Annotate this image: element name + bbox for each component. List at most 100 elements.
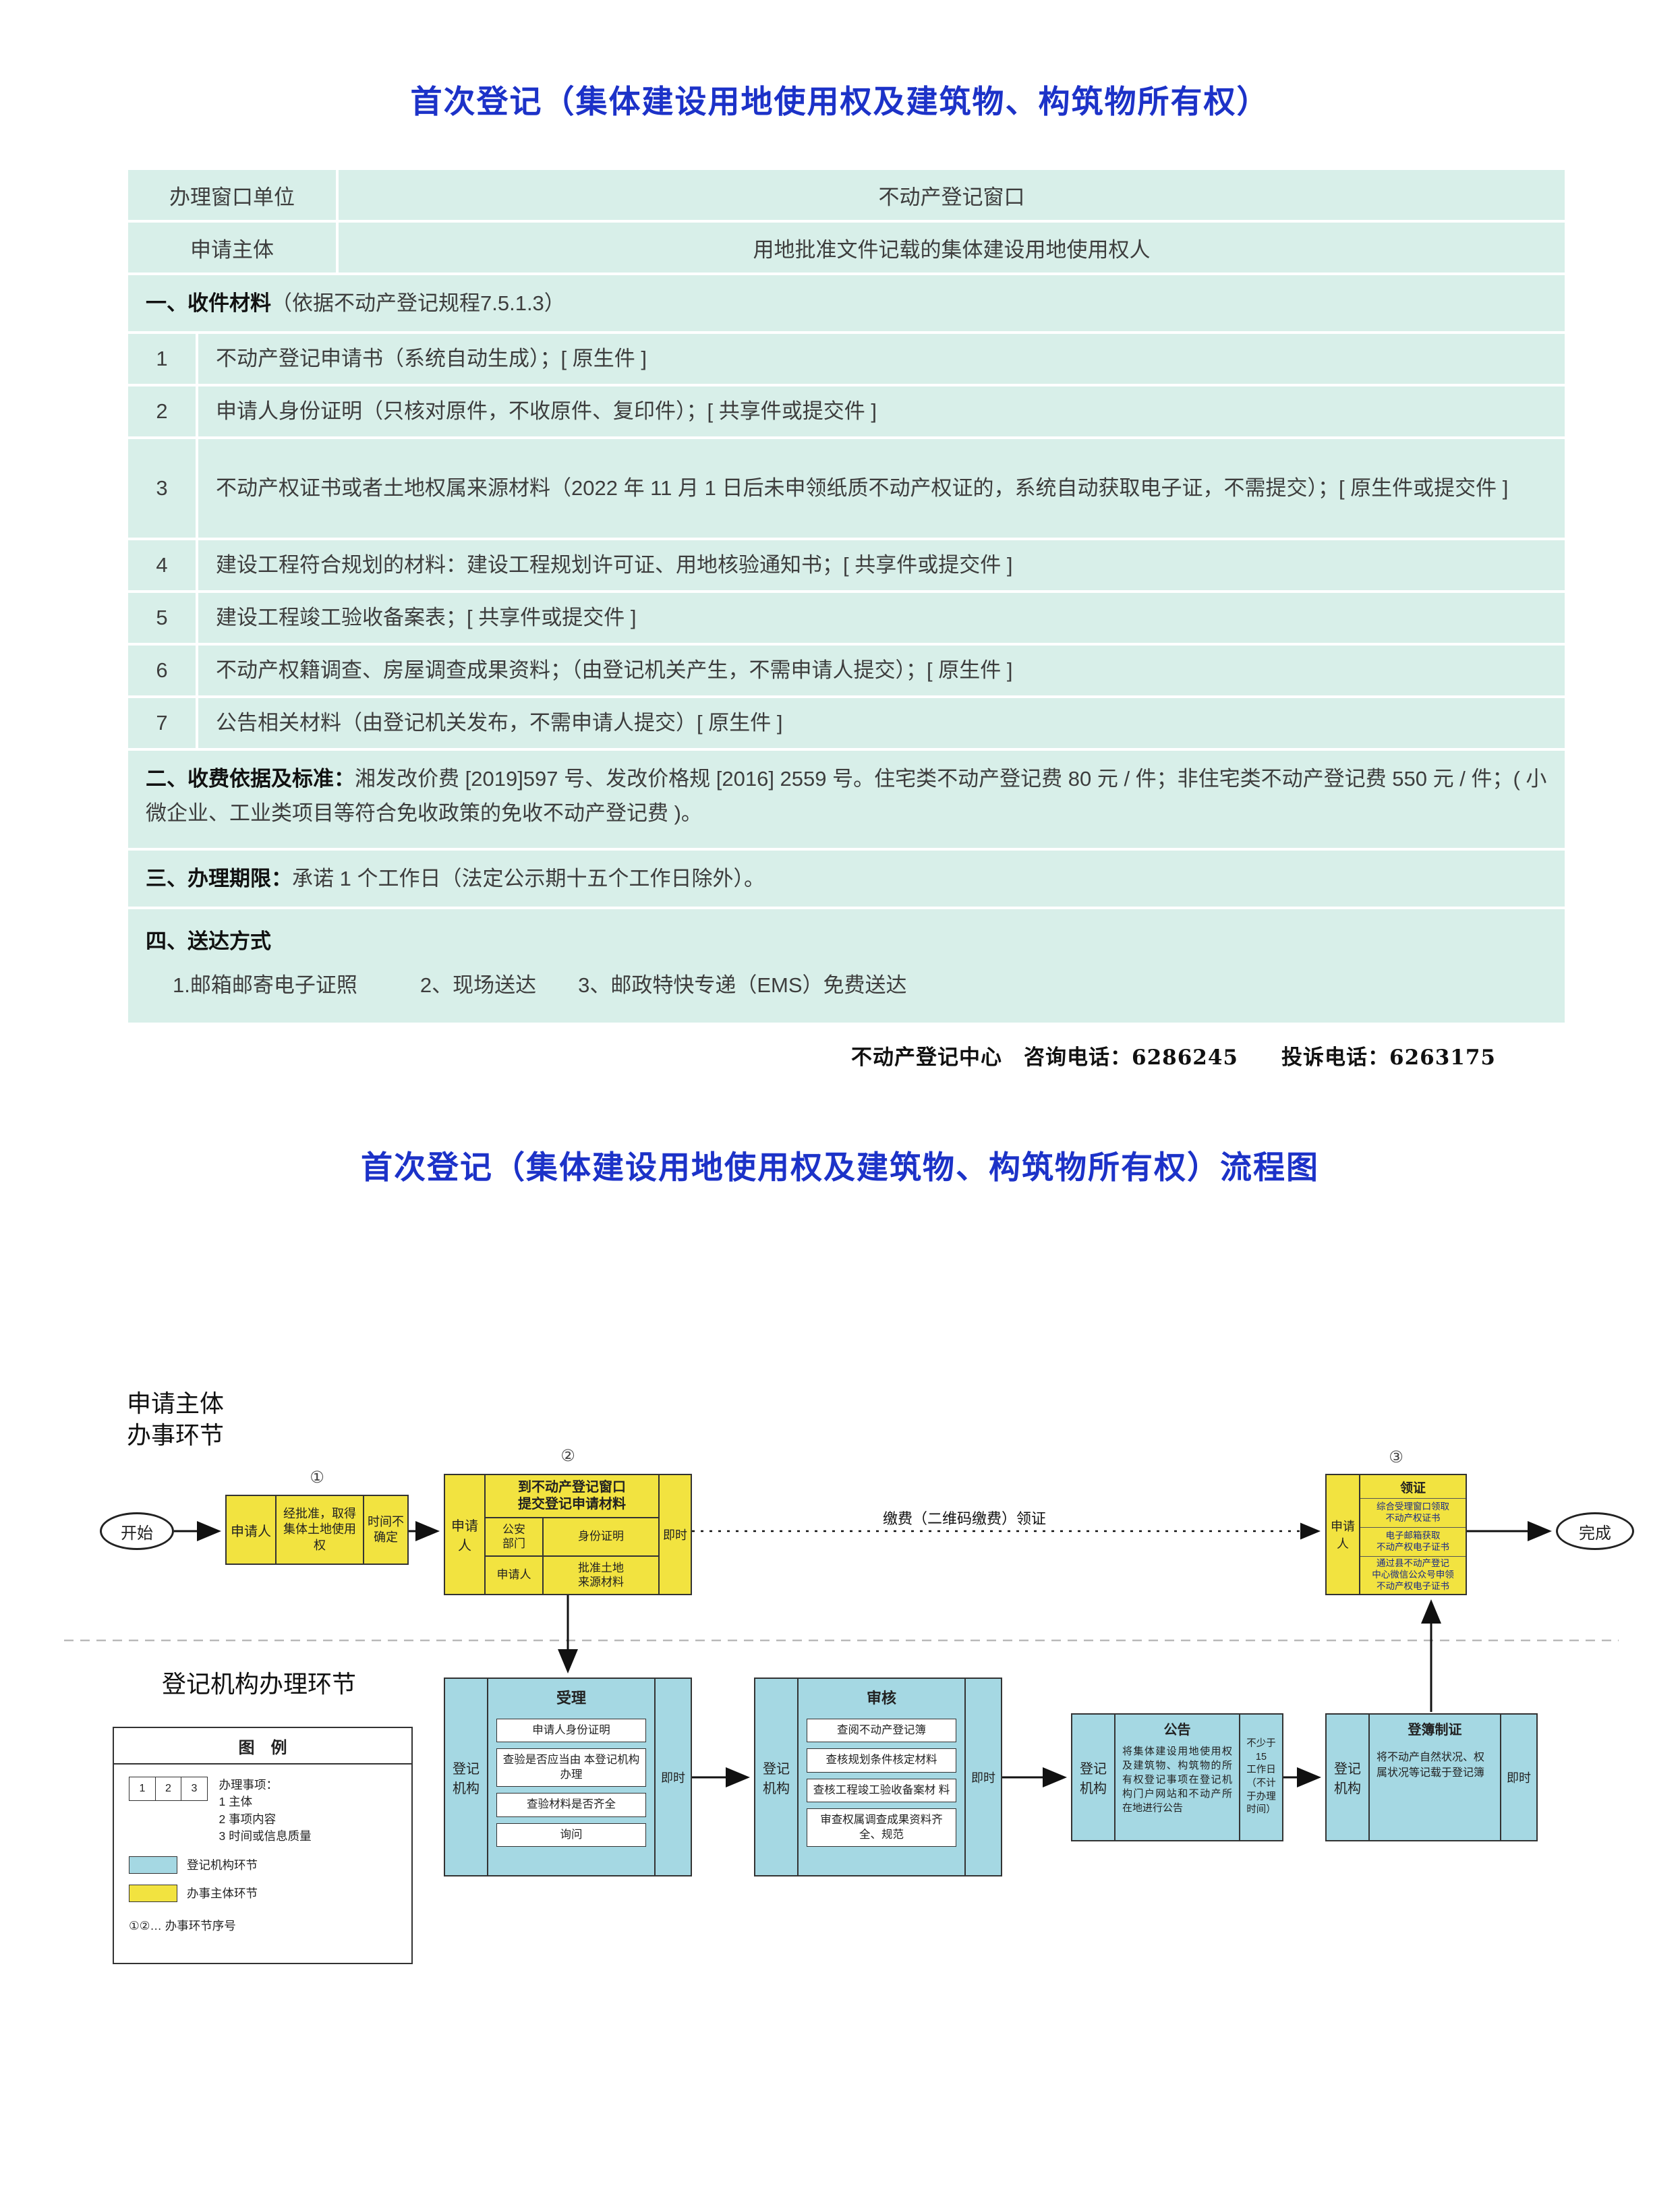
time-limit-text: 承诺 1 个工作日（法定公示期十五个工作日除外）。 xyxy=(292,867,765,891)
review-item: 审查权属调查成果资料齐 全、规范 xyxy=(807,1808,956,1847)
step1-number: ① xyxy=(310,1468,324,1487)
time-limit: 三、办理期限：承诺 1 个工作日（法定公示期十五个工作日除外）。 xyxy=(127,849,1566,909)
time-limit-title: 三、办理期限： xyxy=(146,867,292,891)
agency-lane-label: 登记机构办理环节 xyxy=(162,1670,357,1698)
accept-item: 询问 xyxy=(496,1823,646,1847)
legend-cyan-row: 登记机构环节 xyxy=(129,1856,397,1874)
agency-swatch-label: 登记机构环节 xyxy=(187,1858,258,1872)
step2-row1-material: 身份证明 xyxy=(578,1530,624,1543)
record-title: 登簿制证 xyxy=(1408,1723,1462,1738)
fee-basis: 二、收费依据及标准：湘发改价费 [2019]597 号、发改价格规 [2016]… xyxy=(127,749,1566,850)
section3-row: 三、办理期限：承诺 1 个工作日（法定公示期十五个工作日除外）。 xyxy=(127,849,1566,909)
review-item: 查核规划条件核定材料 xyxy=(807,1748,956,1773)
step2-main: 到不动产登记窗口 提交登记申请材料 公安 部门 身份证明 申请人 批准土地 来源… xyxy=(486,1475,658,1594)
section4-row: 四、送达方式 1.邮箱邮寄电子证照 2、现场送达 3、邮政特快专递（EMS）免费… xyxy=(127,908,1566,1025)
legend: 图 例 1 2 3 办理事项： 1 主体 2 事项内容 3 时间或信息质量 登记… xyxy=(113,1727,413,1964)
section1-note: （依据不动产登记规程7.5.1.3） xyxy=(271,291,565,315)
fee-basis-title: 二、收费依据及标准： xyxy=(146,767,355,791)
record-box: 登记 机构 登簿制证 将不动产自然状况、权属状况等记载于登记簿 即时 xyxy=(1325,1713,1538,1841)
material-text: 不动产权籍调查、房屋调查成果资料；（由登记机关产生，不需申请人提交）；[ 原生件… xyxy=(197,644,1566,697)
step3-item: 电子邮箱获取 不动产权电子证书 xyxy=(1360,1527,1466,1556)
accept-item: 查验材料是否齐全 xyxy=(496,1793,646,1817)
material-num: 1 xyxy=(127,333,197,386)
step2-row2-material: 批准土地 来源材料 xyxy=(578,1561,624,1588)
legend-cell-2: 2 xyxy=(154,1777,182,1801)
material-row: 6 不动产权籍调查、房屋调查成果资料；（由登记机关产生，不需申请人提交）；[ 原… xyxy=(127,644,1566,697)
legend-cells-row: 1 2 3 办理事项： 1 主体 2 事项内容 3 时间或信息质量 xyxy=(129,1777,397,1845)
material-row: 3 不动产权证书或者土地权属来源材料（2022 年 11 月 1 日后未申领纸质… xyxy=(127,438,1566,540)
contact-info: 不动产登记中心 咨询电话：6286245 投诉电话：6263175 xyxy=(851,1045,1496,1070)
accept-item: 查验是否应当由 本登记机构办理 xyxy=(496,1748,646,1787)
announce-title: 公告 xyxy=(1163,1723,1191,1738)
legend-cell-3: 3 xyxy=(181,1777,208,1801)
review-item: 查阅不动产登记簿 xyxy=(807,1719,956,1743)
material-num: 3 xyxy=(127,438,197,540)
legend-yellow-row: 办事主体环节 xyxy=(129,1884,397,1902)
material-text: 建设工程竣工验收备案表；[ 共享件或提交件 ] xyxy=(197,592,1566,645)
section2-row: 二、收费依据及标准：湘发改价费 [2019]597 号、发改价格规 [2016]… xyxy=(127,749,1566,850)
end-node: 完成 xyxy=(1556,1512,1634,1550)
review-time: 即时 xyxy=(964,1679,1001,1875)
step3-certificate-box: 申请人 领证 综合受理窗口领取 不动产权证书 电子邮箱获取 不动产权电子证书 通… xyxy=(1325,1474,1467,1595)
flow-arrows xyxy=(64,1521,1619,1787)
record-content: 将不动产自然状况、权属状况等记载于登记簿 xyxy=(1377,1752,1485,1779)
step1-content: 经批准，取得集体土地使用权 xyxy=(283,1506,356,1552)
accept-box: 登记 机构 受理 申请人身份证明 查验是否应当由 本登记机构办理 查验材料是否齐… xyxy=(444,1678,692,1876)
material-num: 4 xyxy=(127,539,197,592)
material-row: 7 公告相关材料（由登记机关发布，不需申请人提交）[ 原生件 ] xyxy=(127,697,1566,750)
table-row: 申请主体 用地批准文件记载的集体建设用地使用权人 xyxy=(127,221,1566,274)
material-text: 申请人身份证明（只核对原件，不收原件、复印件）；[ 共享件或提交件 ] xyxy=(197,385,1566,438)
accept-actor: 登记 机构 xyxy=(445,1679,488,1875)
accept-item: 申请人身份证明 xyxy=(496,1719,646,1743)
delivery-title: 四、送达方式 xyxy=(146,929,271,954)
record-actor: 登记 机构 xyxy=(1327,1715,1370,1840)
announce-box: 登记 机构 公告 将集体建设用地使用权及建筑物、构筑物的所有权登记事项在登记机构… xyxy=(1071,1713,1283,1841)
step3-number: ③ xyxy=(1389,1448,1403,1466)
step3-main: 领证 综合受理窗口领取 不动产权证书 电子邮箱获取 不动产权电子证书 通过县不动… xyxy=(1360,1475,1466,1594)
step3-item: 通过县不动产登记 中心微信公众号申领 不动产权电子证书 xyxy=(1360,1556,1466,1594)
material-num: 2 xyxy=(127,385,197,438)
step2-row1: 公安 部门 身份证明 xyxy=(486,1517,658,1555)
review-item: 查核工程竣工验收备案材 料 xyxy=(807,1778,956,1803)
announce-actor: 登记 机构 xyxy=(1072,1715,1116,1840)
applicant-lane-label: 申请主体 办事环节 xyxy=(127,1389,225,1449)
step2-row1-source: 公安 部门 xyxy=(486,1518,544,1555)
step2-row2-source: 申请人 xyxy=(486,1557,544,1594)
delivery-items: 1.邮箱邮寄电子证照 2、现场送达 3、邮政特快专递（EMS）免费送达 xyxy=(173,973,907,998)
accept-time: 即时 xyxy=(654,1679,691,1875)
info-table: 办理窗口单位 不动产登记窗口 申请主体 用地批准文件记载的集体建设用地使用权人 … xyxy=(127,169,1566,1025)
applicant-swatch xyxy=(129,1884,177,1902)
step1-time: 时间不 确定 xyxy=(363,1496,407,1564)
material-row: 1 不动产登记申请书（系统自动生成）；[ 原生件 ] xyxy=(127,333,1566,386)
material-text: 建设工程符合规划的材料：建设工程规划许可证、用地核验通知书；[ 共享件或提交件 … xyxy=(197,539,1566,592)
step3-title: 领证 xyxy=(1399,1481,1426,1495)
fee-basis-text: 湘发改价费 [2019]597 号、发改价格规 [2016] 2559 号。住宅… xyxy=(146,767,1547,826)
table-row: 办理窗口单位 不动产登记窗口 xyxy=(127,169,1566,221)
section1-header-row: 一、收件材料（依据不动产登记规程7.5.1.3） xyxy=(127,274,1566,333)
start-node: 开始 xyxy=(100,1512,174,1550)
step2-submit-box: 申请人 到不动产登记窗口 提交登记申请材料 公安 部门 身份证明 申请人 批准土… xyxy=(444,1474,692,1595)
review-title: 审核 xyxy=(866,1690,896,1707)
page-title: 首次登记（集体建设用地使用权及建筑物、构筑物所有权） xyxy=(410,84,1270,119)
review-box: 登记 机构 审核 查阅不动产登记簿 查核规划条件核定材料 查核工程竣工验收备案材… xyxy=(754,1678,1002,1876)
legend-body: 1 2 3 办理事项： 1 主体 2 事项内容 3 时间或信息质量 登记机构环节… xyxy=(114,1765,411,1946)
review-actor: 登记 机构 xyxy=(755,1679,799,1875)
legend-seq-note: ①②… 办事环节序号 xyxy=(129,1918,236,1932)
delivery-methods: 四、送达方式 1.邮箱邮寄电子证照 2、现场送达 3、邮政特快专递（EMS）免费… xyxy=(127,908,1566,1025)
record-main: 登簿制证 将不动产自然状况、权属状况等记载于登记簿 xyxy=(1370,1715,1500,1840)
accept-main: 受理 申请人身份证明 查验是否应当由 本登记机构办理 查验材料是否齐全 询问 xyxy=(488,1679,654,1875)
material-row: 5 建设工程竣工验收备案表；[ 共享件或提交件 ] xyxy=(127,592,1566,645)
material-row: 2 申请人身份证明（只核对原件，不收原件、复印件）；[ 共享件或提交件 ] xyxy=(127,385,1566,438)
legend-title: 图 例 xyxy=(114,1728,411,1765)
legend-note: 办理事项： 1 主体 2 事项内容 3 时间或信息质量 xyxy=(219,1778,312,1843)
section1-title: 一、收件材料 xyxy=(146,291,271,315)
legend-cell-1: 1 xyxy=(129,1777,156,1801)
material-text: 不动产权证书或者土地权属来源材料（2022 年 11 月 1 日后未申领纸质不动… xyxy=(197,438,1566,540)
step1-actor: 申请人 xyxy=(227,1496,277,1564)
announce-content: 将集体建设用地使用权及建筑物、构筑物的所有权登记事项在登记机构门户网站和不动产所… xyxy=(1122,1746,1232,1814)
material-row: 4 建设工程符合规划的材料：建设工程规划许可证、用地核验通知书；[ 共享件或提交… xyxy=(127,539,1566,592)
step2-actor: 申请人 xyxy=(445,1475,486,1594)
applicant-swatch-label: 办事主体环节 xyxy=(187,1887,258,1900)
agency-swatch xyxy=(129,1856,177,1874)
material-text: 不动产登记申请书（系统自动生成）；[ 原生件 ] xyxy=(197,333,1566,386)
